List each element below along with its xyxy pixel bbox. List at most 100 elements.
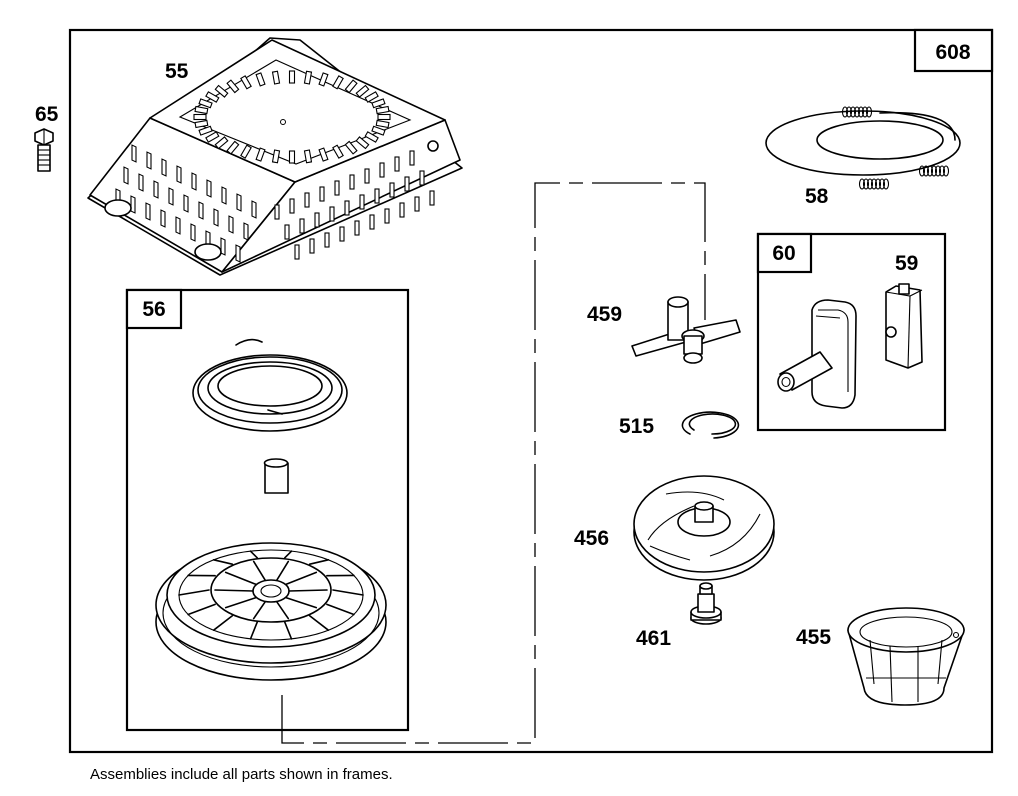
vent-slot [198, 98, 213, 109]
vent-slot [146, 151, 152, 170]
pawl-459-drawing [631, 296, 741, 364]
vent-slot [193, 113, 207, 121]
vent-slot [198, 201, 204, 220]
rope-coil [841, 106, 849, 118]
rope-coil [862, 178, 870, 190]
vent-slot [294, 244, 300, 260]
rope-coil [849, 106, 857, 118]
vent-slot [429, 190, 435, 206]
rope-coil [870, 178, 878, 190]
label-459: 459 [587, 303, 622, 326]
pulley-rib [308, 559, 330, 565]
vent-slot [349, 174, 355, 190]
rope-coil [845, 106, 853, 118]
vent-slot [183, 194, 189, 213]
vent-slot [414, 196, 420, 212]
vent-slot [409, 150, 415, 166]
vent-slot [375, 105, 390, 115]
vent-slot [332, 75, 344, 90]
label-456: 456 [574, 527, 609, 550]
rope-coil [866, 178, 874, 190]
vent-slot [289, 198, 295, 214]
vent-slot [364, 131, 379, 143]
vent-slot [329, 206, 335, 222]
vent-slot [299, 218, 305, 234]
pulley-rib [283, 621, 293, 640]
vent-slot [161, 158, 167, 177]
rope-coil [878, 178, 886, 190]
vent-slot [175, 216, 181, 235]
label-58: 58 [805, 185, 829, 208]
vent-slot [214, 84, 229, 98]
rope-coil [922, 165, 930, 177]
vent-slot [355, 84, 370, 98]
pulley-spoke [224, 596, 258, 609]
pulley-rib [308, 615, 330, 631]
vent-slot [214, 136, 229, 150]
vent-slot [404, 176, 410, 192]
frame-56-label-box [125, 288, 183, 330]
rope-coil [858, 178, 866, 190]
vent-slot [221, 186, 227, 205]
frame-60-label-box [756, 232, 813, 274]
bolt-65-drawing [34, 128, 54, 172]
pulley-spoke [284, 596, 318, 609]
label-60: 60 [772, 242, 795, 265]
pulley-rib [187, 603, 216, 616]
main-frame [68, 28, 994, 754]
label-461: 461 [636, 627, 671, 650]
vent-slot [130, 195, 136, 214]
vent-slot [226, 140, 240, 155]
rope-coil [938, 165, 946, 177]
starter-rope-58-drawing [765, 106, 961, 190]
pulley-spoke [275, 600, 290, 620]
rope-coil [926, 165, 934, 177]
rope-coil [861, 106, 869, 118]
cup-455-drawing [847, 607, 965, 706]
vent-slot [213, 208, 219, 227]
label-59: 59 [895, 252, 918, 275]
vent-slot [384, 208, 390, 224]
vent-slot [274, 204, 280, 220]
vent-slot [271, 70, 281, 85]
vent-slot [220, 237, 226, 256]
vent-slot [369, 214, 375, 230]
vent-slot [304, 192, 310, 208]
vent-slot [255, 147, 266, 162]
hub-456-drawing [633, 475, 775, 581]
vent-slot [344, 200, 350, 216]
vent-slot [168, 187, 174, 206]
pulley-spoke [288, 589, 328, 592]
retainer-ring-515-drawing [681, 411, 740, 439]
vent-slot [318, 147, 329, 162]
pulley-rib [212, 559, 234, 565]
pulley-rib [178, 589, 210, 596]
pulley-rib [326, 603, 355, 616]
vent-slot [371, 98, 386, 109]
pulley-drawing [155, 542, 387, 681]
vent-slot [240, 75, 252, 90]
rope-coil [934, 165, 942, 177]
rope-coil [918, 165, 926, 177]
vent-slot [344, 79, 358, 94]
vent-slot [243, 222, 249, 241]
vent-slot [374, 188, 380, 204]
label-56: 56 [142, 298, 165, 321]
vent-slot [399, 202, 405, 218]
vent-slot [355, 136, 370, 150]
pulley-rib [249, 550, 259, 559]
vent-slot [271, 149, 281, 164]
label-455: 455 [796, 626, 831, 649]
vent-slot [332, 144, 344, 159]
starter-handle-drawing [777, 299, 857, 409]
rope-coil [882, 178, 890, 190]
label-515: 515 [619, 415, 654, 438]
vent-slot [318, 72, 329, 87]
vent-slot [240, 144, 252, 159]
vent-slot [319, 186, 325, 202]
vent-slot [228, 215, 234, 234]
vent-slot [419, 170, 425, 186]
vent-slot [288, 70, 296, 84]
screw-461-drawing [690, 582, 722, 625]
